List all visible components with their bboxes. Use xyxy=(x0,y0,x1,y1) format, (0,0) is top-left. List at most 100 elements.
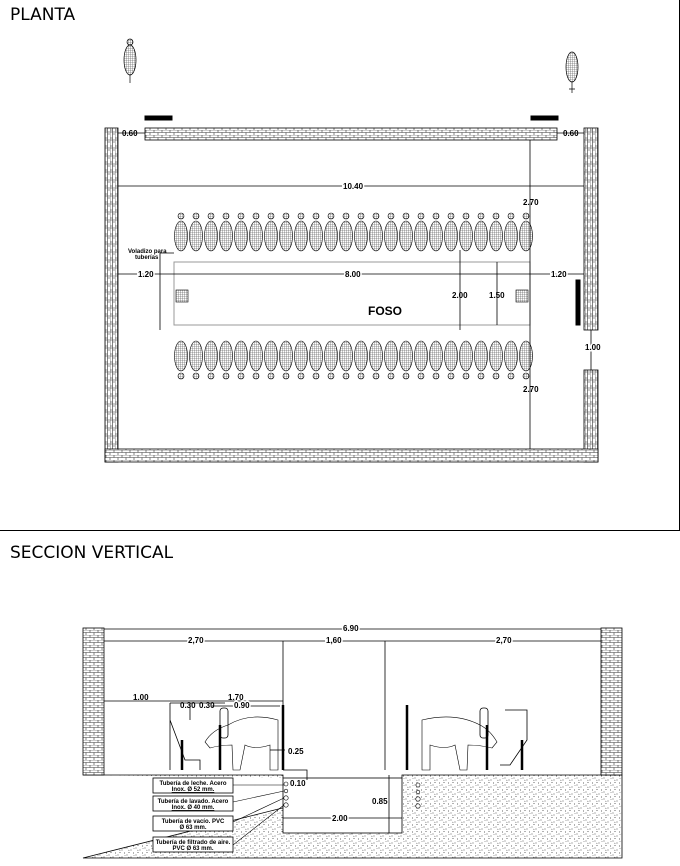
cow-icon xyxy=(204,212,218,252)
cow-icon xyxy=(189,340,203,380)
cow-icon xyxy=(519,340,533,380)
wall-top xyxy=(144,127,558,141)
section-divider xyxy=(0,530,680,531)
dim-pit-width: 2.00 xyxy=(452,291,468,300)
dim-curb: 0.25 xyxy=(288,747,304,756)
dim-wall-right: 0.60 xyxy=(563,129,579,138)
cow-icon xyxy=(444,340,458,380)
cow-icon xyxy=(474,340,488,380)
cow-icon xyxy=(204,340,218,380)
dim-section-center: 1,60 xyxy=(326,636,342,645)
plan-drawing xyxy=(104,38,599,463)
pipe-label-vacuum: Tubería de vacío. PVC Ø 63 mm. xyxy=(162,819,225,831)
cow-icon xyxy=(309,340,323,380)
svg-text:Tubería de filtrado de aire.: Tubería de filtrado de aire. xyxy=(156,840,231,846)
svg-text:Tubería de leche. Acero: Tubería de leche. Acero xyxy=(159,781,226,787)
dim-left-margin: 1.20 xyxy=(138,270,154,279)
cow-side-right xyxy=(421,716,498,771)
cantilever-label-2: tuberías xyxy=(135,255,159,261)
svg-text:Ø 63 mm.: Ø 63 mm. xyxy=(179,825,206,831)
cantilever-label-1: Voladizo para xyxy=(128,249,167,255)
dim-feeder-b: 0.30 xyxy=(199,701,215,710)
cow-icon xyxy=(519,212,533,252)
wall-right-upper xyxy=(583,127,599,331)
cow-icon xyxy=(489,212,503,252)
dim-door: 1.00 xyxy=(585,343,601,352)
cow-icon xyxy=(279,212,293,252)
cow-icon xyxy=(399,212,413,252)
cow-row-bottom xyxy=(174,340,533,380)
cow-icon xyxy=(234,340,248,380)
cow-icon xyxy=(174,212,188,252)
plan-title: PLANTA xyxy=(10,5,76,25)
cow-icon xyxy=(369,340,383,380)
cow-icon xyxy=(294,212,308,252)
window-right xyxy=(530,115,559,121)
section-title: SECCION VERTICAL xyxy=(10,543,174,563)
pit-label: FOSO xyxy=(368,304,402,318)
cow-icon xyxy=(384,340,398,380)
dim-stall: 1.70 xyxy=(228,693,244,702)
cow-icon xyxy=(249,212,263,252)
svg-text:Tubería de lavado. Acero: Tubería de lavado. Acero xyxy=(158,799,229,805)
cow-icon xyxy=(429,340,443,380)
cow-icon xyxy=(399,340,413,380)
pipes xyxy=(232,781,421,846)
cow-icon xyxy=(354,212,368,252)
cow-icon xyxy=(234,212,248,252)
cow-icon xyxy=(354,340,368,380)
door xyxy=(575,279,581,326)
dim-right-margin: 1.20 xyxy=(551,270,567,279)
dim-offset: 1.00 xyxy=(133,693,149,702)
dim-cow-space: 0.90 xyxy=(234,701,250,710)
dim-wall-left: 0.60 xyxy=(122,129,138,138)
section-drawing xyxy=(82,627,623,859)
pipe-label-wash: Tubería de lavado. Acero Inox. Ø 40 mm. xyxy=(158,799,229,811)
cow-icon xyxy=(339,340,353,380)
dim-top-depth: 2.70 xyxy=(523,198,539,207)
cow-row-top xyxy=(174,212,533,252)
dim-bottom-depth: 2.70 xyxy=(523,385,539,394)
svg-text:Inox. Ø 40 mm.: Inox. Ø 40 mm. xyxy=(172,805,215,811)
cow-icon xyxy=(324,212,338,252)
cow-icon xyxy=(414,340,428,380)
wall-left xyxy=(104,127,119,463)
wall-bottom xyxy=(104,448,599,463)
dim-step: 0.10 xyxy=(290,779,306,788)
cow-icon xyxy=(444,212,458,252)
cow-icon xyxy=(309,212,323,252)
dim-pit-inner: 1.50 xyxy=(489,291,505,300)
dim-pit-width-section: 2.00 xyxy=(332,814,348,823)
cow-side-left xyxy=(204,716,279,771)
cow-icon xyxy=(384,212,398,252)
pipe-label-air: Tubería de filtrado de aire. PVC Ø 63 mm… xyxy=(156,840,231,852)
dim-total-width: 10.40 xyxy=(343,182,364,191)
cow-icon xyxy=(249,340,263,380)
dim-section-left: 2,70 xyxy=(188,636,204,645)
cow-icon xyxy=(429,212,443,252)
dim-pit-length: 8.00 xyxy=(345,270,361,279)
cow-icon xyxy=(264,212,278,252)
cow-icon xyxy=(414,212,428,252)
cow-icon-outside-right xyxy=(565,51,579,93)
cow-icon xyxy=(279,340,293,380)
pit-section xyxy=(282,777,403,834)
svg-text:Tubería de vacío. PVC: Tubería de vacío. PVC xyxy=(162,819,225,825)
cow-icon xyxy=(474,212,488,252)
cow-icon xyxy=(489,340,503,380)
cow-icon xyxy=(339,212,353,252)
cow-icon xyxy=(459,340,473,380)
cow-icon-outside-left xyxy=(123,38,137,83)
cow-icon xyxy=(504,212,518,252)
cow-icon xyxy=(219,340,233,380)
svg-text:PVC Ø 63 mm.: PVC Ø 63 mm. xyxy=(172,846,213,852)
wall-right-lower xyxy=(583,369,599,463)
cow-icon xyxy=(504,340,518,380)
cow-icon xyxy=(189,212,203,252)
dim-pit-depth: 0.85 xyxy=(372,797,388,806)
pipe-label-milk: Tubería de leche. Acero Inox. Ø 52 mm. xyxy=(159,781,226,793)
cow-icon xyxy=(324,340,338,380)
section-wall-right xyxy=(600,627,623,776)
section-wall-left xyxy=(82,627,105,776)
